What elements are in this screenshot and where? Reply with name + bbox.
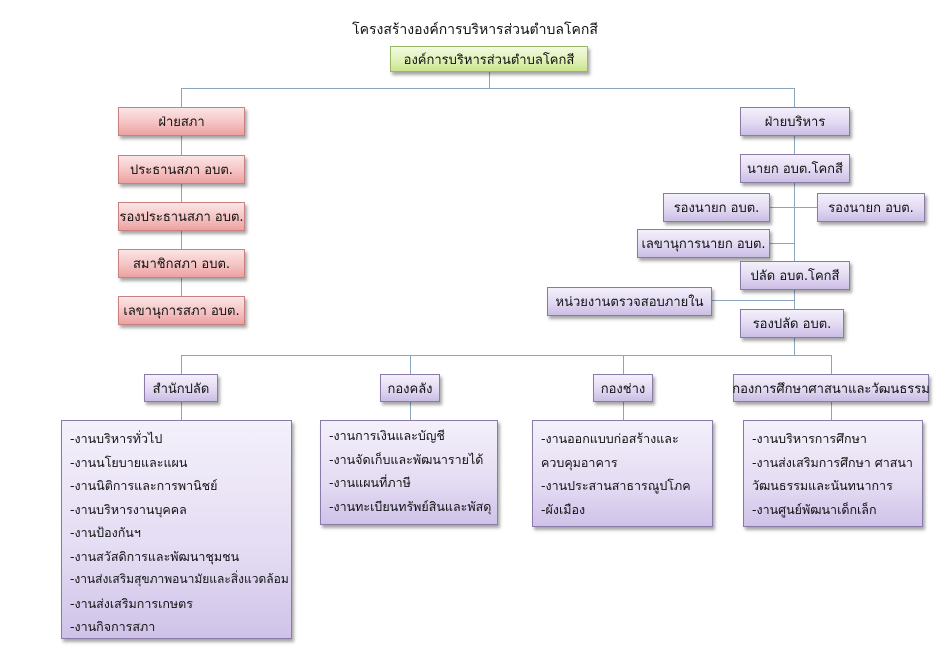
connector-line (623, 355, 624, 375)
task-item: -งานประสานสาธารณูปโภค (541, 478, 691, 493)
node-clerk: ปลัด อบต.โคกสี (740, 261, 850, 290)
node-dept-engineering: กองช่าง (593, 374, 653, 402)
task-item: -งานกิจการสภา (70, 619, 156, 634)
node-executive-head: ฝ่ายบริหาร (740, 107, 850, 136)
connector-line (181, 88, 182, 108)
connector-line (831, 398, 832, 420)
connector-line (794, 136, 795, 356)
node-mayor: นายก อบต.โคกสี (740, 154, 850, 183)
task-list-office: -งานบริหารทั่วไป -งานนโยบายและแผน -งานนิ… (61, 420, 292, 639)
task-item: -งานส่งเสริมการศึกษา ศาสนา (752, 454, 913, 470)
task-item: วัฒนธรรมและนันทนาการ (752, 478, 893, 493)
node-deputy-mayor-left: รองนายก อบต. (663, 193, 770, 222)
node-council-member: สมาชิกสภา อบต. (118, 249, 245, 278)
node-deputy-mayor-right: รองนายก อบต. (817, 193, 925, 222)
task-item: -งานสวัสดิการและพัฒนาชุมชน (70, 548, 240, 564)
node-root: องค์การบริหารส่วนตำบลโคกสี (390, 46, 588, 72)
task-item: -งานทะเบียนทรัพย์สินและพัสดุ (329, 498, 492, 514)
node-deputy-clerk: รองปลัด อบต. (740, 309, 844, 338)
connector-line (623, 398, 624, 420)
task-item: -งานศูนย์พัฒนาเด็กเล็ก (752, 501, 877, 517)
task-item: -งานนโยบายและแผน (70, 454, 188, 470)
task-list-education: -งานบริหารการศึกษา -งานส่งเสริมการศึกษา … (743, 420, 923, 527)
task-item: -งานบริหารงานบุคคล (70, 501, 187, 517)
task-item: -งานบริหารทั่วไป (70, 431, 163, 446)
node-council-secretary: เลขานุการสภา อบต. (118, 296, 245, 325)
connector-line (794, 88, 795, 108)
task-item: -งานส่งเสริมสุขภาพอนามัยและสิ่งแวดล้อม (70, 572, 289, 586)
node-dept-office: สำนักปลัด (144, 374, 218, 402)
node-internal-audit: หน่วยงานตรวจสอบภายใน (547, 287, 712, 316)
node-mayor-secretary: เลขานุการนายก อบต. (637, 229, 770, 258)
node-council-chairman: ประธานสภา อบต. (118, 155, 245, 184)
node-council-head: ฝ่ายสภา (118, 107, 245, 136)
connector-line (410, 355, 411, 375)
task-item: -งานบริหารการศึกษา (752, 431, 867, 446)
task-item: -งานจัดเก็บและพัฒนารายได้ (329, 451, 484, 467)
task-list-engineering: -งานออกแบบก่อสร้างและ ควบคุมอาคาร -งานปร… (532, 420, 713, 527)
task-item: -งานป้องกันฯ (70, 525, 141, 540)
task-item: -งานส่งเสริมการเกษตร (70, 595, 193, 611)
node-council-vice-chairman: รองประธานสภา อบต. (118, 202, 245, 231)
task-item: -งานออกแบบก่อสร้างและ (541, 431, 679, 446)
connector-line (181, 355, 831, 356)
task-item: -งานแผนที่ภาษี (329, 475, 411, 490)
task-item: -ผังเมือง (541, 501, 586, 517)
task-list-finance: -งานการเงินและบัญชี -งานจัดเก็บและพัฒนาร… (320, 420, 498, 525)
connector-line (831, 355, 832, 375)
connector-line (712, 300, 794, 301)
task-item: ควบคุมอาคาร (541, 454, 618, 470)
connector-line (410, 398, 411, 420)
node-dept-education: กองการศึกษาศาสนาและวัฒนธรรม (732, 374, 930, 402)
task-item: -งานนิติการและการพานิชย์ (70, 478, 218, 493)
connector-line (181, 398, 182, 420)
connector-line (489, 72, 490, 88)
chart-title: โครงสร้างองค์การบริหารส่วนตำบลโคกสี (352, 22, 598, 38)
connector-line (770, 207, 818, 208)
node-dept-finance: กองคลัง (380, 374, 440, 402)
connector-line (770, 243, 794, 244)
task-item: -งานการเงินและบัญชี (329, 428, 445, 443)
connector-line (181, 88, 795, 89)
connector-line (181, 355, 182, 375)
